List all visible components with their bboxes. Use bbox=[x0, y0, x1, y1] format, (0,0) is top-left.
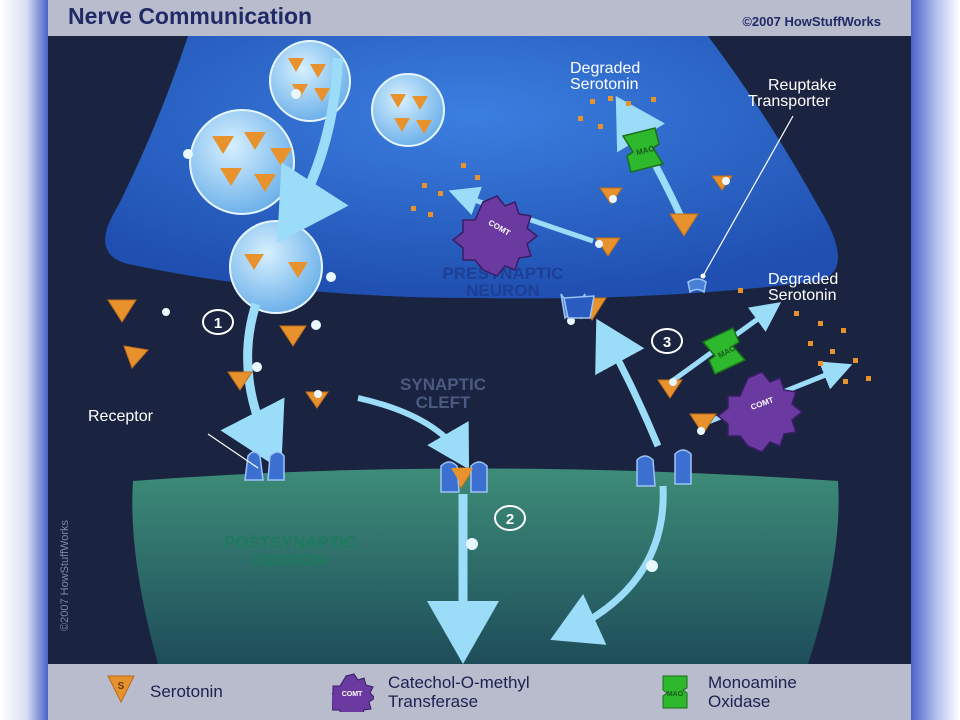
receptor-label: Receptor bbox=[88, 408, 154, 425]
copyright-text: ©2007 HowStuffWorks bbox=[742, 14, 881, 29]
serotonin-icon: S bbox=[107, 675, 135, 704]
synaptic-label-2: CLEFT bbox=[416, 393, 471, 412]
degraded-serotonin-dots bbox=[411, 96, 871, 384]
comt-enzyme-right: COMT bbox=[716, 371, 804, 453]
arrow-release bbox=[277, 57, 349, 243]
serotonin-icon-letter: S bbox=[118, 681, 125, 692]
slide-frame-right bbox=[911, 0, 960, 720]
degraded-top-label-1: Degraded bbox=[570, 60, 640, 77]
reuptake-label-1: Reuptake bbox=[768, 77, 837, 94]
postsynaptic-label-2: NEURON bbox=[253, 551, 327, 570]
step-marker-1: 1 bbox=[202, 309, 234, 335]
arrow-to-receptor bbox=[220, 302, 285, 471]
arrow-diffuse bbox=[357, 395, 470, 470]
degraded-right-label-1: Degraded bbox=[768, 271, 838, 288]
degraded-right-label-2: Serotonin bbox=[768, 287, 837, 304]
nerve-diagram: PRESYNAPTIC NEURON POSTSYNAPTIC NEURON ©… bbox=[59, 36, 871, 664]
diagram-panel: Nerve Communication ©2007 HowStuffWorks bbox=[48, 0, 911, 720]
arrow-reuptake bbox=[595, 318, 662, 448]
mao-enzyme-right: MAO bbox=[701, 326, 747, 376]
legend-mao-line2: Oxidase bbox=[708, 692, 771, 711]
step-1-number: 1 bbox=[214, 315, 222, 332]
presynaptic-label-1: PRESYNAPTIC bbox=[443, 264, 564, 283]
reuptake-transporter bbox=[560, 278, 707, 320]
arrow-signal-return bbox=[550, 485, 667, 645]
step-3-number: 3 bbox=[663, 334, 671, 351]
vertical-credit: ©2007 HowStuffWorks bbox=[59, 519, 71, 631]
legend-serotonin: Serotonin bbox=[150, 682, 223, 701]
legend-comt-line2: Transferase bbox=[388, 692, 479, 711]
degraded-top-label-2: Serotonin bbox=[570, 76, 639, 93]
receptor-right bbox=[636, 449, 692, 487]
vesicle-3 bbox=[189, 109, 295, 215]
legend-bar: S Serotonin COMT Catechol-O-methyl Trans… bbox=[48, 664, 911, 720]
postsynaptic-label-1: POSTSYNAPTIC bbox=[224, 533, 356, 552]
vesicle-4-fusing bbox=[229, 220, 323, 314]
page-title: Nerve Communication bbox=[68, 3, 313, 29]
postsynaptic-neuron bbox=[132, 468, 839, 664]
legend-mao-line1: Monoamine bbox=[708, 673, 797, 692]
title-bar: Nerve Communication ©2007 HowStuffWorks bbox=[48, 0, 911, 36]
step-marker-3: 3 bbox=[651, 328, 683, 354]
reuptake-callout-dot bbox=[700, 273, 706, 279]
step-2-number: 2 bbox=[506, 511, 514, 528]
slide-frame-left bbox=[0, 0, 48, 720]
step-marker-2: 2 bbox=[494, 505, 526, 531]
receptor-callout bbox=[207, 433, 259, 469]
mao-icon: MAO bbox=[662, 675, 688, 709]
legend-comt-line1: Catechol-O-methyl bbox=[388, 673, 530, 692]
receptor-center bbox=[440, 461, 488, 493]
mao-enzyme-top: MAO bbox=[621, 127, 665, 173]
synaptic-label-1: SYNAPTIC bbox=[400, 375, 486, 394]
sparkles bbox=[162, 89, 730, 572]
comt-enzyme-top: COMT bbox=[451, 195, 539, 277]
reuptake-label-2: Transporter bbox=[748, 93, 831, 110]
comt-icon: COMT bbox=[332, 673, 374, 712]
presynaptic-label-2: NEURON bbox=[466, 281, 540, 300]
comt-icon-tag: COMT bbox=[342, 691, 363, 698]
reuptake-callout bbox=[702, 115, 794, 277]
mao-icon-tag: MAO bbox=[667, 691, 684, 698]
vesicle-2 bbox=[371, 73, 445, 147]
